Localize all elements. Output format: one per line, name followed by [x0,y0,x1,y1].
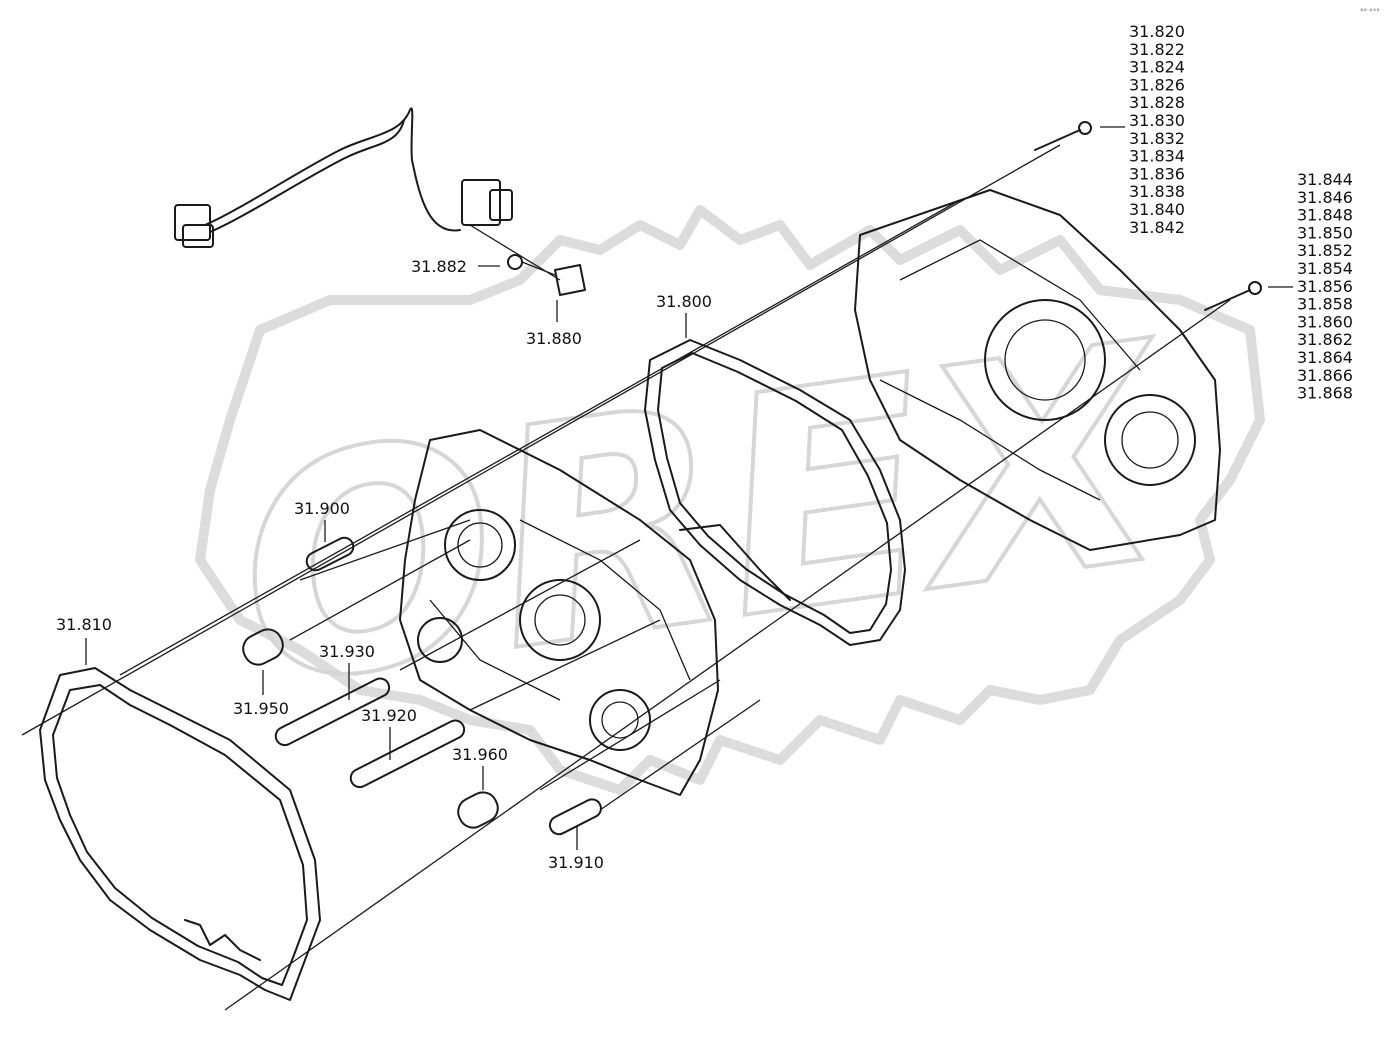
label-31810: 31.810 [56,615,112,634]
stack-label: 31.844 [1297,170,1353,189]
label-leaders [85,126,1293,850]
stack-label: 31.860 [1297,312,1353,331]
watermark-gear-icon [195,205,1265,795]
label-31950: 31.950 [233,699,289,718]
pins-and-sleeves [242,536,602,836]
tube-31920 [349,719,466,789]
bracket-bolt [507,254,523,270]
label-31900: 31.900 [294,499,350,518]
sensor-cable-inner [209,119,405,233]
orex-watermark: OREX [195,205,1265,795]
stack-label: 31.834 [1129,147,1185,166]
gasket-31810 [39,667,321,1001]
stack-label: 31.854 [1297,259,1353,278]
long-bolt-lower [1204,289,1251,311]
stack-label: 31.838 [1129,182,1185,201]
label-31920: 31.920 [361,706,417,725]
stack-label: 31.852 [1297,241,1353,260]
stack-label: 31.866 [1297,366,1353,385]
gasket-31800 [644,339,906,646]
label-31960: 31.960 [452,745,508,764]
housing-bolts [1034,121,1262,311]
pin-31910 [548,798,602,836]
bolt-part-numbers-lower: 31.84431.84631.84831.85031.85231.85431.8… [1297,170,1353,403]
stack-label: 31.862 [1297,330,1353,349]
stack-label: 31.850 [1297,223,1353,242]
stack-label: 31.832 [1129,129,1185,148]
sensor-bracket [554,264,586,296]
stack-label: 31.864 [1297,348,1353,367]
stack-label: 31.868 [1297,384,1353,403]
label-31800: 31.800 [656,292,712,311]
speed-sensor-assembly [174,107,586,296]
sleeve-31960 [457,791,499,829]
stack-label: 31.836 [1129,164,1185,183]
sensor-cable [204,107,461,232]
long-bolt-upper [1034,129,1081,151]
corner-mark: °° °°° [1360,8,1380,16]
stack-label: 31.830 [1129,111,1185,130]
label-31880: 31.880 [526,329,582,348]
stack-label: 31.820 [1129,22,1185,41]
stack-label: 31.846 [1297,188,1353,207]
stack-label: 31.822 [1129,40,1185,59]
stack-label: 31.848 [1297,206,1353,225]
stack-label: 31.824 [1129,58,1185,77]
stack-label: 31.842 [1129,218,1185,237]
pin-31900 [305,536,355,572]
part-labels: 31.882 31.880 31.800 31.900 31.810 31.93… [56,257,712,872]
label-31910: 31.910 [548,853,604,872]
tube-31930 [274,677,391,747]
watermark-text: OREX [219,278,1193,754]
stack-label: 31.826 [1129,75,1185,94]
sensor-plug [174,204,211,241]
stack-label: 31.840 [1129,200,1185,219]
stack-label: 31.858 [1297,295,1353,314]
stack-label: 31.828 [1129,93,1185,112]
bolt-part-numbers-upper: 31.82031.82231.82431.82631.82831.83031.8… [1129,22,1185,237]
stack-label: 31.856 [1297,277,1353,296]
transmission-housing [854,189,1221,551]
sensor-connector [461,179,501,226]
label-31930: 31.930 [319,642,375,661]
transmission-cover [399,429,719,796]
sleeve-31950 [242,628,284,666]
label-31882: 31.882 [411,257,467,276]
